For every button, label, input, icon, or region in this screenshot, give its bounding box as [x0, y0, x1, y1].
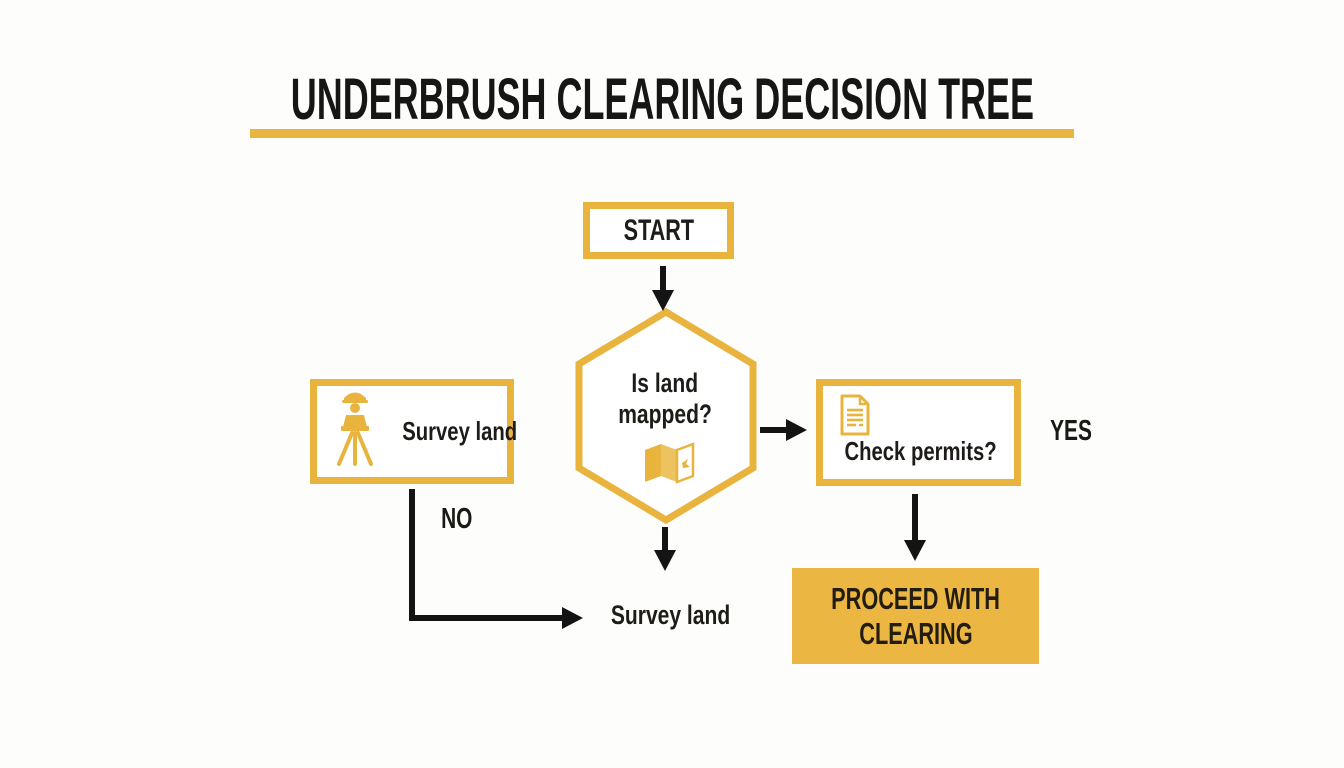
page-title: UNDERBRUSH CLEARING DECISION TREE	[0, 66, 1324, 133]
node-survey-land-label: Survey land	[402, 416, 518, 446]
node-check-permits: Check permits?	[816, 379, 1021, 486]
decision-line2: mapped?	[618, 399, 712, 429]
map-icon	[645, 442, 695, 484]
arrow-start-to-decision	[652, 266, 674, 311]
title-underline	[250, 129, 1074, 138]
node-proceed-with-clearing: PROCEED WITH CLEARING	[792, 568, 1039, 664]
node-start-label: START	[623, 213, 694, 247]
node-survey-step-label: Survey land	[610, 600, 731, 630]
edge-label-yes: YES	[1050, 415, 1092, 447]
node-start: START	[583, 202, 734, 259]
proceed-line2: CLEARING	[858, 616, 973, 651]
node-decision-label: Is land mapped?	[565, 368, 765, 430]
edge-label-no: NO	[441, 503, 473, 535]
arrow-decision-to-survey-step	[654, 527, 676, 571]
document-icon	[839, 394, 871, 443]
surveyor-icon	[332, 389, 378, 474]
page-title-text: UNDERBRUSH CLEARING DECISION TREE	[290, 67, 1034, 132]
proceed-line1: PROCEED WITH	[831, 581, 1000, 616]
arrow-check-to-proceed	[904, 494, 926, 561]
node-survey-land: Survey land	[310, 379, 518, 484]
node-check-permits-label: Check permits?	[844, 436, 997, 466]
arrow-decision-to-check	[760, 419, 807, 441]
decision-line1: Is land	[631, 368, 699, 398]
node-survey-step: Survey land	[588, 600, 753, 631]
